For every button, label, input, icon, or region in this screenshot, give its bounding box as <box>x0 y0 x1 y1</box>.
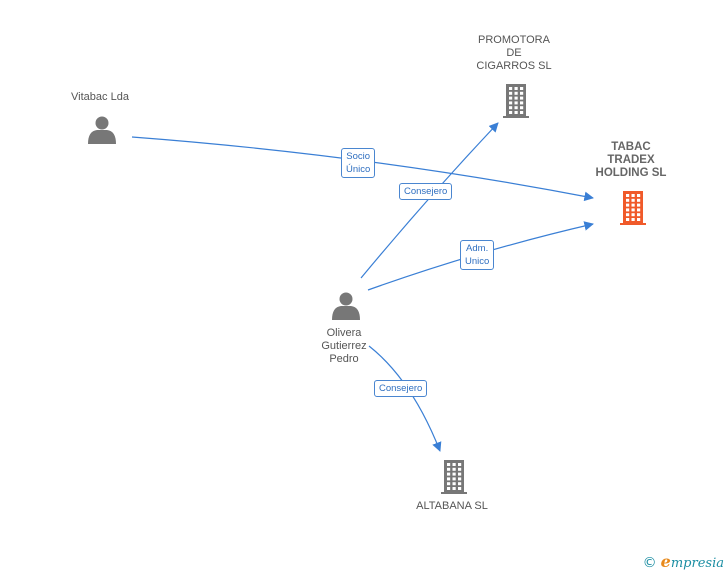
node-label-line: PROMOTORA <box>478 34 550 46</box>
edge-label-consejero-altabana[interactable]: Consejero <box>374 380 428 397</box>
edge-label-line: Consejero <box>379 383 423 394</box>
node-label-line: DE <box>506 47 522 59</box>
node-label-line: Pedro <box>329 353 359 365</box>
edge-label-line: Consejero <box>404 186 448 197</box>
person-icon-olivera[interactable] <box>332 292 360 321</box>
building-icon-altabana[interactable] <box>441 460 467 494</box>
building-icon-promotora[interactable] <box>503 84 529 118</box>
node-label-line: Gutierrez <box>321 340 367 352</box>
node-label-line: Olivera <box>326 327 362 339</box>
edge-label-adm-unico[interactable]: Adm. Unico <box>460 240 495 270</box>
person-icon-vitabac[interactable] <box>88 116 116 145</box>
edge-label-consejero-promotora[interactable]: Consejero <box>399 183 453 200</box>
node-label-line: TRADEX <box>607 154 655 166</box>
edge-label-line: Adm. <box>466 243 489 254</box>
node-label-vitabac[interactable]: Vitabac Lda <box>50 91 150 104</box>
node-label-line: CIGARROS SL <box>476 60 552 72</box>
node-label-line: ALTABANA SL <box>416 500 488 512</box>
copyright-symbol: © <box>642 555 657 571</box>
node-label-line: TABAC <box>611 141 651 153</box>
brand-name: mpresia <box>670 556 724 571</box>
brand-e-logo: e <box>660 552 671 571</box>
node-label-line: HOLDING SL <box>595 167 667 179</box>
node-label-altabana[interactable]: ALTABANA SL <box>402 500 502 513</box>
empresia-brand: ©empresia <box>643 552 724 571</box>
edge-label-line: Único <box>346 164 371 175</box>
edge-label-line: Socio <box>346 151 371 162</box>
edge-label-line: Unico <box>465 256 490 267</box>
node-label-line: Vitabac Lda <box>71 91 129 103</box>
building-icon-tabac[interactable] <box>620 191 646 225</box>
